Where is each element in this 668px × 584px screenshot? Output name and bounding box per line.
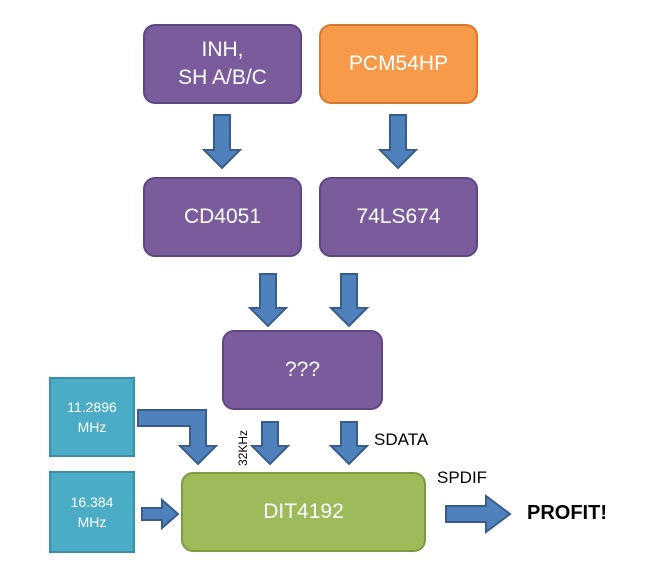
arrow-dit4192-to-profit xyxy=(445,494,512,534)
arrow-clk1-to-dit4192 xyxy=(137,409,219,466)
arrow-pcm-to-74ls674 xyxy=(377,114,419,170)
dit4192-box: DIT4192 xyxy=(181,472,426,552)
cd4051-label: CD4051 xyxy=(183,205,262,228)
clock-16-384-box: 16.384 MHz xyxy=(49,471,135,553)
clock-11-2896-label: 11.2896 MHz xyxy=(67,399,117,435)
dit4192-label: DIT4192 xyxy=(263,500,344,523)
clock-16-384-label: 16.384 MHz xyxy=(70,494,114,530)
sdata-label: SDATA xyxy=(374,430,429,449)
clock-11-2896-box: 11.2896 MHz xyxy=(49,377,135,457)
arrow-sdata-to-dit4192 xyxy=(328,421,370,466)
unknown-box: ??? xyxy=(222,330,383,410)
unknown-label: ??? xyxy=(284,358,321,381)
inh-sh-label: INH, SH A/B/C xyxy=(178,38,267,89)
spdif-label: SPDIF xyxy=(437,468,488,487)
profit-label: PROFIT! xyxy=(527,502,607,524)
inh-sh-box: INH, SH A/B/C xyxy=(143,24,302,104)
pcm54hp-label: PCM54HP xyxy=(348,52,449,75)
cd4051-box: CD4051 xyxy=(143,177,302,257)
pcm54hp-box: PCM54HP xyxy=(319,24,478,104)
arrow-cd4051-to-unknown xyxy=(247,273,289,328)
74ls674-box: 74LS674 xyxy=(319,177,478,257)
freq-32khz-label: 32KHz xyxy=(236,429,250,466)
arrow-clk2-to-dit4192 xyxy=(141,497,180,531)
arrow-inh-to-cd4051 xyxy=(201,114,243,170)
74ls674-label: 74LS674 xyxy=(356,205,441,228)
arrow-32khz-to-dit4192 xyxy=(249,421,291,466)
arrow-74ls674-to-unknown xyxy=(328,273,370,328)
